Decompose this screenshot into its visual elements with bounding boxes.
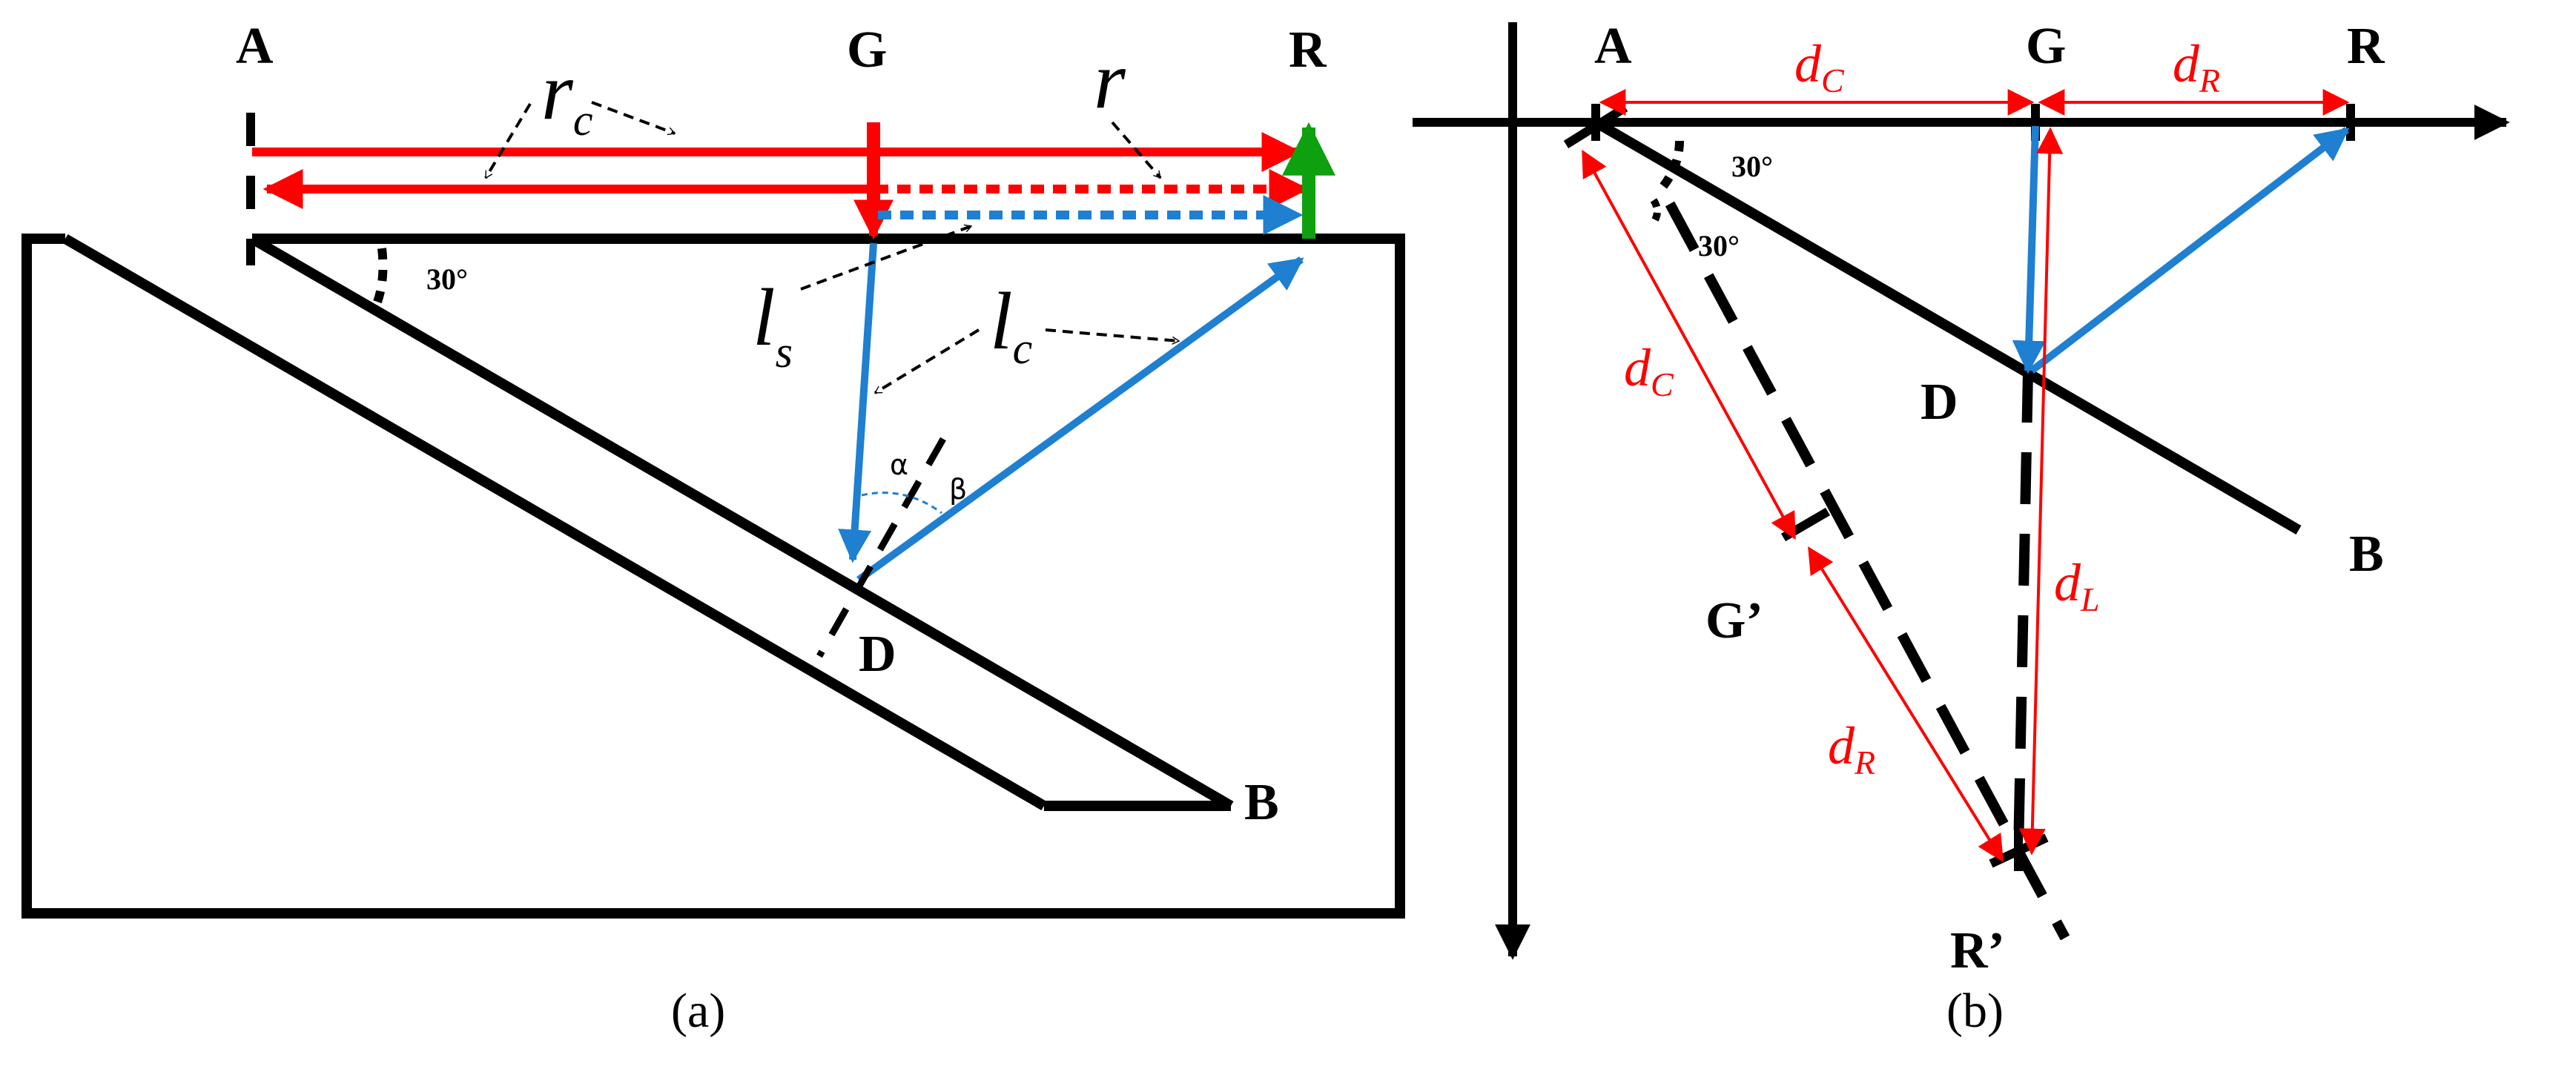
lc-label: lc bbox=[990, 276, 1032, 373]
label-dc-top: dC bbox=[1794, 34, 1845, 99]
label-dl: dL bbox=[2054, 553, 2100, 618]
distance-dl bbox=[2018, 127, 2064, 856]
mirror-line-r bbox=[2013, 370, 2033, 853]
pointer-lc-left bbox=[873, 328, 980, 394]
interface-line bbox=[1593, 117, 2302, 535]
pointer-lc-right bbox=[1045, 328, 1180, 345]
angle-arc-b-2 bbox=[1650, 198, 1661, 225]
ls-label: ls bbox=[753, 272, 793, 377]
angle-label-b-2: 30° bbox=[1698, 229, 1740, 262]
pointer-rc-to-top bbox=[591, 101, 676, 136]
r-label: r bbox=[1094, 35, 1126, 125]
ray-d-to-r-b bbox=[2029, 127, 2350, 374]
label-dc-diag: dC bbox=[1624, 338, 1674, 403]
caption-b: (b) bbox=[1946, 984, 2004, 1038]
point-label-b: B bbox=[1244, 774, 1279, 831]
point-label-r-b: R bbox=[2347, 18, 2385, 75]
point-label-r-prime: R’ bbox=[1950, 922, 2005, 979]
point-label-a-b: A bbox=[1594, 18, 1632, 75]
point-label-g-prime: G’ bbox=[1705, 592, 1763, 649]
pointer-rc-to-bottom bbox=[484, 102, 532, 179]
angle-arc-a bbox=[372, 248, 388, 306]
ray-d-to-r bbox=[856, 256, 1304, 583]
point-label-d-b: D bbox=[1921, 374, 1958, 431]
point-label-a: A bbox=[236, 18, 274, 75]
angle-arc-alpha-beta bbox=[861, 492, 942, 515]
distance-dc-diag bbox=[1582, 149, 1796, 540]
ray-g-to-d-b bbox=[2012, 125, 2046, 374]
angle-label-a: 30° bbox=[426, 262, 468, 296]
point-label-d: D bbox=[859, 626, 896, 683]
point-label-g-b: G bbox=[2026, 18, 2066, 75]
beta-label: β bbox=[949, 473, 967, 506]
point-label-g: G bbox=[847, 21, 887, 79]
mirror-line-g bbox=[1665, 201, 2070, 941]
point-g-prime-tick bbox=[1780, 507, 1831, 542]
distance-dr-diag bbox=[1808, 546, 2004, 863]
angle-label-b-1: 30° bbox=[1731, 150, 1773, 183]
pointer-arrows-a bbox=[484, 101, 1180, 394]
label-dr-diag: dR bbox=[1828, 716, 1875, 781]
rc-label: rc bbox=[541, 46, 592, 145]
ground-block-outline bbox=[22, 234, 1405, 919]
panel-b: 30° 30° dC dR dC dR dL A G R D B bbox=[1413, 18, 2510, 1038]
point-label-b-b: B bbox=[2349, 526, 2384, 583]
alpha-label: α bbox=[890, 449, 908, 481]
caption-a: (a) bbox=[671, 984, 725, 1038]
ray-g-to-d bbox=[838, 242, 877, 563]
normal-line-at-d bbox=[816, 437, 946, 658]
pointer-ls-to-blue bbox=[800, 224, 973, 291]
label-dr-top: dR bbox=[2173, 34, 2220, 99]
panel-a: 30° α β A G R D B rc r ls bbox=[22, 18, 1405, 1038]
dipping-layer-top bbox=[249, 234, 1234, 811]
point-label-r: R bbox=[1289, 21, 1327, 79]
pointer-r-to-red bbox=[1111, 121, 1162, 179]
dipping-layer-bottom bbox=[62, 234, 1047, 811]
